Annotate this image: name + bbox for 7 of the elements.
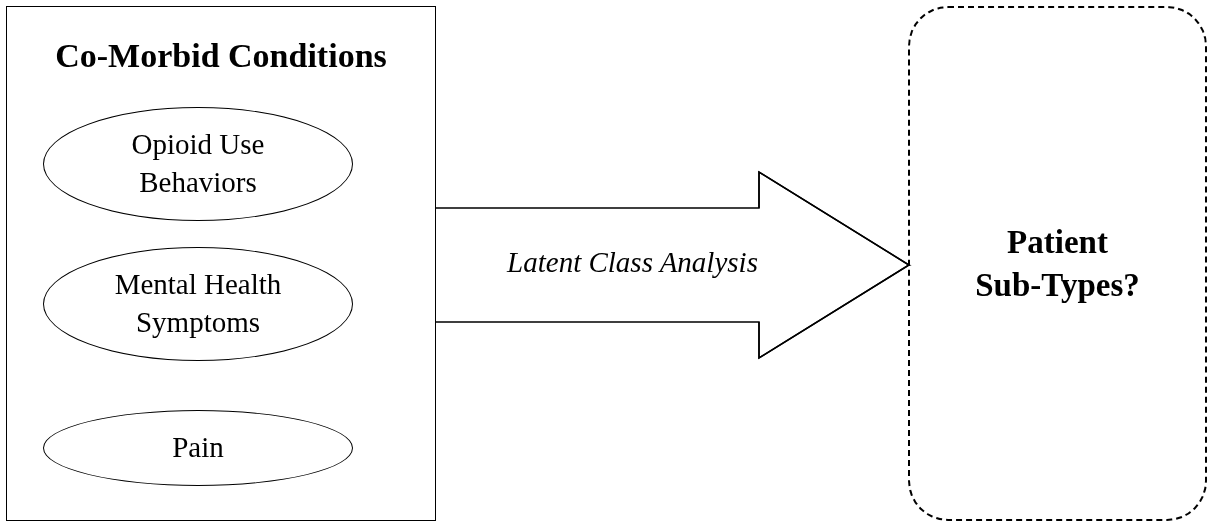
node-label: Patient Sub-Types? [974,222,1141,305]
node-label: Mental Health Symptoms [113,267,283,340]
group-title: Co-Morbid Conditions [55,37,387,75]
dashed-rounded-box [908,6,1207,521]
node-label: Pain [171,430,225,466]
group-box [6,6,436,521]
node-label: Opioid Use Behaviors [130,127,266,200]
